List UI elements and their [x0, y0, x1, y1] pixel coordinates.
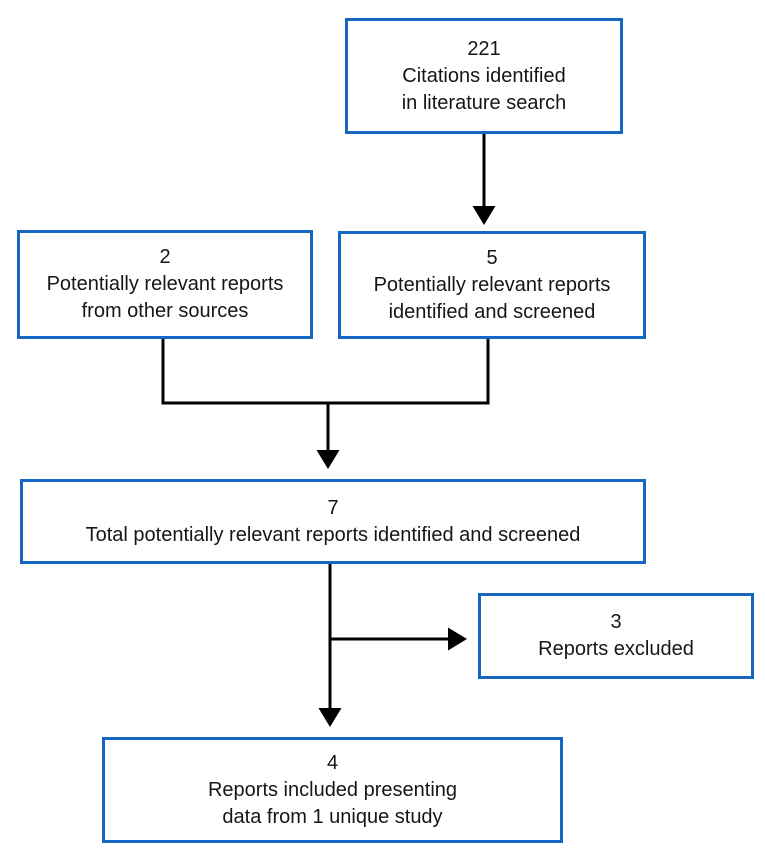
arrow-citations-to-screened: [472, 134, 496, 225]
node-reports-excluded: 3 Reports excluded: [478, 593, 754, 679]
node-count: 7: [327, 496, 339, 519]
node-count: 4: [326, 751, 339, 774]
arrow-total-to-included: [318, 564, 342, 727]
node-count: 5: [486, 246, 498, 269]
node-reports-other-sources: 2 Potentially relevant reports from othe…: [17, 230, 313, 339]
node-total-relevant-reports: 7 Total potentially relevant reports ide…: [20, 479, 646, 564]
node-reports-identified-screened: 5 Potentially relevant reports identifie…: [338, 231, 646, 339]
node-count: 3: [610, 611, 622, 633]
node-reports-included: 4 Reports included presenting data from …: [102, 737, 563, 843]
node-count: 221: [467, 37, 501, 60]
arrow-total-to-excluded: [330, 627, 467, 651]
connector-merge-bracket: [161, 339, 490, 469]
node-label: Reports included presenting data from 1 …: [207, 778, 458, 828]
node-label: Potentially relevant reports from other …: [46, 273, 284, 322]
node-label: Total potentially relevant reports ident…: [85, 523, 581, 546]
node-count: 2: [159, 246, 171, 268]
node-label: Citations identified in literature searc…: [401, 64, 567, 114]
node-citations-identified: 221 Citations identified in literature s…: [345, 18, 623, 134]
node-label: Reports excluded: [538, 638, 694, 660]
node-label: Potentially relevant reports identified …: [373, 273, 611, 323]
